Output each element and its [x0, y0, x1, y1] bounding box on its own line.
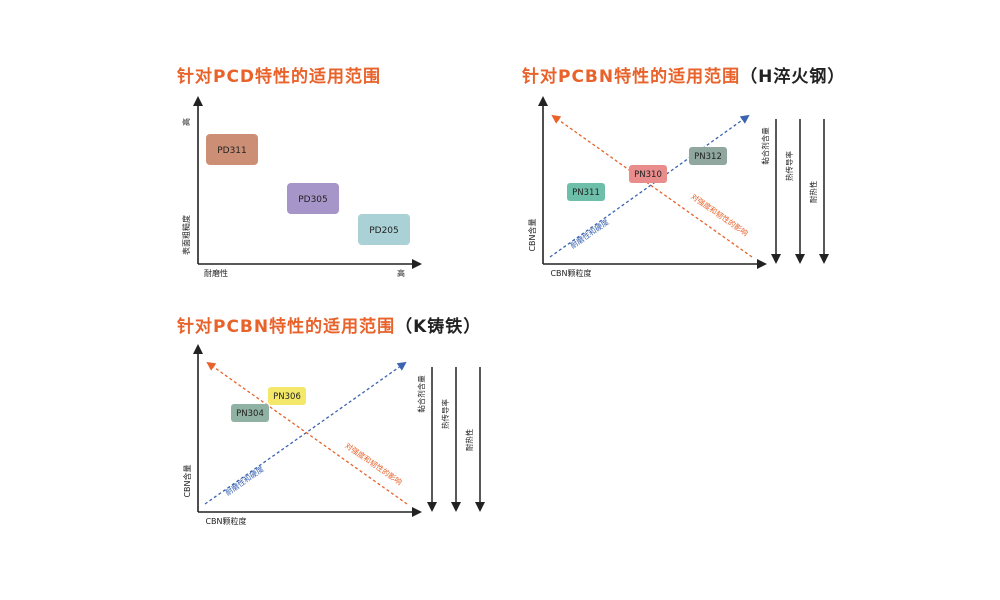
pd305-label: PD305	[298, 195, 328, 205]
pcbn-h-y-axis-label: CBN含量	[527, 218, 537, 251]
pn306-box: PN306	[268, 387, 306, 405]
pcd-panel: 高 表面粗糙度 耐磨性 高 PD311 PD305 PD205	[181, 96, 422, 278]
pcbn-k-title: 针对PCBN特性的适用范围（K铸铁）	[177, 312, 481, 337]
pn311-box: PN311	[567, 183, 605, 201]
pd205-label: PD205	[369, 226, 399, 236]
pcbn-k-orange-arrow	[206, 361, 408, 505]
pcbn-k-side-label-conductivity: 热传导率	[440, 399, 450, 429]
pcd-x-axis-label: 耐磨性	[204, 268, 228, 278]
pcd-title: 针对PCD特性的适用范围	[177, 62, 381, 87]
pn306-label: PN306	[273, 392, 301, 402]
pcbn-k-blue-arrow-label: 耐磨性和硬度	[223, 463, 266, 497]
pcbn-h-side-label-binder: 黏合剂含量	[760, 127, 770, 165]
pcbn-k-title-material: K铸铁	[413, 317, 464, 337]
pcbn-h-title: 针对PCBN特性的适用范围（H淬火钢）	[522, 62, 845, 87]
pcbn-h-side-label-conductivity: 热传导率	[784, 151, 794, 181]
pcbn-k-y-axis-label: CBN含量	[182, 464, 192, 497]
pcbn-h-title-main: 针对PCBN特性的适用范围	[522, 67, 741, 87]
pcbn-h-panel: CBN含量 CBN颗粒度 耐磨性和硬度 对强度和韧性的影响 PN311 PN31…	[527, 96, 829, 278]
pcbn-h-side-label-heat: 耐热性	[808, 180, 818, 203]
pn311-label: PN311	[572, 188, 600, 198]
pcd-x-high-label: 高	[397, 268, 405, 278]
pcd-title-text: 针对PCD特性的适用范围	[177, 67, 382, 87]
pn312-label: PN312	[694, 152, 722, 162]
pd311-box: PD311	[206, 134, 258, 165]
pn312-box: PN312	[689, 147, 727, 165]
pcbn-k-panel: CBN含量 CBN颗粒度 耐磨性和硬度 对强度和韧性的影响 PN306 PN30…	[182, 344, 485, 526]
pcbn-h-title-close: ）	[827, 67, 846, 87]
pcbn-h-orange-arrow	[551, 114, 753, 258]
pn304-box: PN304	[231, 404, 269, 422]
pcbn-h-title-material: H淬火钢	[758, 67, 828, 87]
pcbn-h-blue-arrow-label: 耐磨性和硬度	[568, 216, 611, 250]
pcbn-h-x-axis-label: CBN颗粒度	[550, 268, 591, 278]
pcd-y-axis-label: 表面粗糙度	[181, 215, 191, 255]
pcbn-k-blue-arrow	[204, 361, 407, 505]
pd311-label: PD311	[217, 146, 247, 156]
pcbn-h-title-open: （	[740, 67, 759, 87]
pcbn-k-title-close: ）	[463, 317, 482, 337]
pcbn-k-side-label-binder: 黏合剂含量	[416, 375, 426, 413]
pcd-y-high-label: 高	[181, 118, 191, 126]
pn304-label: PN304	[236, 409, 264, 419]
pcbn-k-title-main: 针对PCBN特性的适用范围	[177, 317, 396, 337]
pd305-box: PD305	[287, 183, 339, 214]
pd205-box: PD205	[358, 214, 410, 245]
pcbn-h-blue-arrow	[549, 114, 750, 258]
pcbn-h-orange-arrow-label: 对强度和韧性的影响	[689, 191, 750, 238]
pn310-box: PN310	[629, 165, 667, 183]
pcbn-k-x-axis-label: CBN颗粒度	[205, 516, 246, 526]
pcbn-k-title-open: （	[395, 317, 414, 337]
pcbn-k-side-label-heat: 耐热性	[464, 428, 474, 451]
pn310-label: PN310	[634, 170, 662, 180]
